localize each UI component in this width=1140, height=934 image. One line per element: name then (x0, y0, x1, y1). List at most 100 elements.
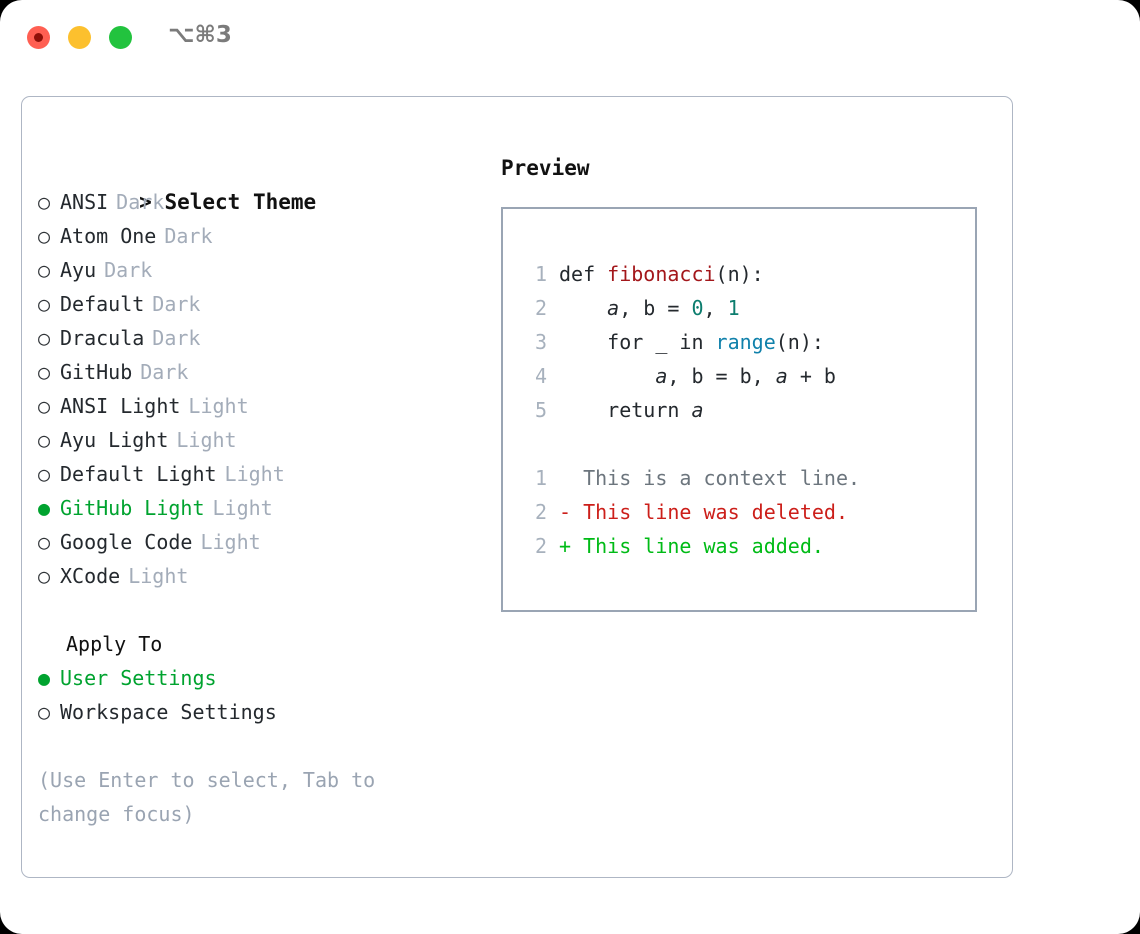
theme-picker-heading: > Select Theme (38, 151, 488, 214)
apply-to-option-label: Workspace Settings (60, 700, 277, 724)
zoom-button[interactable] (109, 26, 132, 49)
list-gap-spacer (38, 593, 488, 627)
apply-to-heading: Apply To (66, 632, 163, 656)
radio-unselected-icon[interactable]: ○ (38, 224, 51, 248)
radio-unselected-icon[interactable]: ○ (38, 360, 51, 384)
code-token: (n): (775, 330, 824, 354)
line-number: 2 (534, 500, 547, 524)
code-token: , b = b, (667, 364, 776, 388)
theme-option-label: Default (60, 292, 145, 316)
code-line: 5 return a (503, 393, 975, 427)
line-number: 1 (534, 262, 547, 286)
diff-text: This line was added. (571, 534, 824, 558)
theme-option-tag: Light (188, 394, 249, 418)
theme-option-label: XCode (60, 564, 121, 588)
theme-option-tag: Light (212, 496, 273, 520)
theme-option-github-light[interactable]: ● GitHub Light Light (38, 491, 488, 525)
code-token: , b = (619, 296, 692, 320)
theme-option-tag: Light (224, 462, 285, 486)
theme-option-label: Atom One (60, 224, 157, 248)
apply-to-option-workspace-settings[interactable]: ○ Workspace Settings (38, 695, 488, 729)
theme-option-xcode[interactable]: ○ XCode Light (38, 559, 488, 593)
minimize-button[interactable] (68, 26, 91, 49)
line-number: 2 (534, 296, 547, 320)
line-number: 3 (534, 330, 547, 354)
close-button[interactable] (27, 26, 50, 49)
theme-picker-heading-label: Select Theme (164, 190, 317, 214)
code-token: range (715, 330, 776, 354)
theme-option-label: Default Light (60, 462, 217, 486)
code-token: + b (787, 364, 836, 388)
theme-option-ansi-light[interactable]: ○ ANSI Light Light (38, 389, 488, 423)
code-line: 4 a, b = b, a + b (503, 359, 975, 393)
radio-unselected-icon[interactable]: ○ (38, 462, 51, 486)
theme-option-label: Dracula (60, 326, 145, 350)
radio-unselected-icon[interactable]: ○ (38, 700, 51, 724)
theme-option-tag: Dark (164, 224, 213, 248)
code-line: 2 a, b = 0, 1 (503, 291, 975, 325)
theme-option-tag: Light (176, 428, 237, 452)
line-number: 1 (534, 466, 547, 490)
apply-to-option-label: User Settings (60, 666, 217, 690)
preview-heading: Preview (501, 156, 590, 180)
code-token: fibonacci (607, 262, 716, 286)
code-token: a (655, 364, 668, 388)
theme-option-label: ANSI Light (60, 394, 181, 418)
theme-option-github[interactable]: ○ GitHub Dark (38, 355, 488, 389)
theme-option-tag: Light (128, 564, 189, 588)
code-token: 0 (691, 296, 704, 320)
code-token: 1 (727, 296, 740, 320)
theme-option-label: GitHub (60, 360, 133, 384)
diff-marker (559, 461, 571, 495)
radio-unselected-icon[interactable]: ○ (38, 530, 51, 554)
diff-marker: - (559, 500, 572, 524)
diff-text: This line was deleted. (571, 500, 848, 524)
line-number: 4 (534, 364, 547, 388)
main-panel: > Select Theme ○ ANSI Dark ○ Atom One Da… (21, 96, 1013, 878)
code-token: return (559, 398, 692, 422)
theme-option-default-light[interactable]: ○ Default Light Light (38, 457, 488, 491)
theme-picker-column: > Select Theme ○ ANSI Dark ○ Atom One Da… (38, 151, 488, 831)
code-line: 3 for _ in range(n): (503, 325, 975, 359)
diff-marker: + (559, 534, 572, 558)
keyboard-shortcut-label: ⌥⌘3 (168, 22, 232, 48)
code-token (559, 291, 607, 325)
radio-unselected-icon[interactable]: ○ (38, 394, 51, 418)
prompt-caret-icon: > (139, 190, 152, 214)
code-token: , (703, 296, 728, 320)
radio-selected-icon[interactable]: ● (38, 496, 51, 520)
theme-option-dracula[interactable]: ○ Dracula Dark (38, 321, 488, 355)
theme-option-default[interactable]: ○ Default Dark (38, 287, 488, 321)
radio-unselected-icon[interactable]: ○ (38, 428, 51, 452)
radio-unselected-icon[interactable]: ○ (38, 258, 51, 282)
theme-option-atom-one[interactable]: ○ Atom One Dark (38, 219, 488, 253)
code-token: (n): (715, 262, 764, 286)
radio-unselected-icon[interactable]: ○ (38, 190, 51, 214)
code-token: a (607, 296, 620, 320)
theme-option-label: Ayu (60, 258, 97, 282)
code-token: def (559, 262, 608, 286)
diff-line-context: 1 This is a context line. (503, 461, 975, 495)
apply-to-option-user-settings[interactable]: ● User Settings (38, 661, 488, 695)
theme-option-ansi[interactable]: ○ ANSI Dark (38, 185, 488, 219)
radio-unselected-icon[interactable]: ○ (38, 292, 51, 316)
radio-unselected-icon[interactable]: ○ (38, 326, 51, 350)
theme-option-tag: Dark (116, 190, 165, 214)
diff-line-added: 2+ This line was added. (503, 529, 975, 563)
theme-option-google-code[interactable]: ○ Google Code Light (38, 525, 488, 559)
keyboard-hint-text: (Use Enter to select, Tab to change focu… (38, 768, 376, 826)
theme-option-tag: Dark (152, 326, 201, 350)
theme-option-ayu-light[interactable]: ○ Ayu Light Light (38, 423, 488, 457)
diff-text: This is a context line. (571, 466, 861, 490)
diff-line-deleted: 2- This line was deleted. (503, 495, 975, 529)
theme-option-label: Ayu Light (60, 428, 169, 452)
radio-unselected-icon[interactable]: ○ (38, 564, 51, 588)
code-token (559, 359, 655, 393)
radio-selected-icon[interactable]: ● (38, 666, 51, 690)
code-blank-line (503, 427, 975, 461)
code-token: a (691, 398, 704, 422)
code-token: a (775, 364, 788, 388)
theme-option-ayu[interactable]: ○ Ayu Dark (38, 253, 488, 287)
